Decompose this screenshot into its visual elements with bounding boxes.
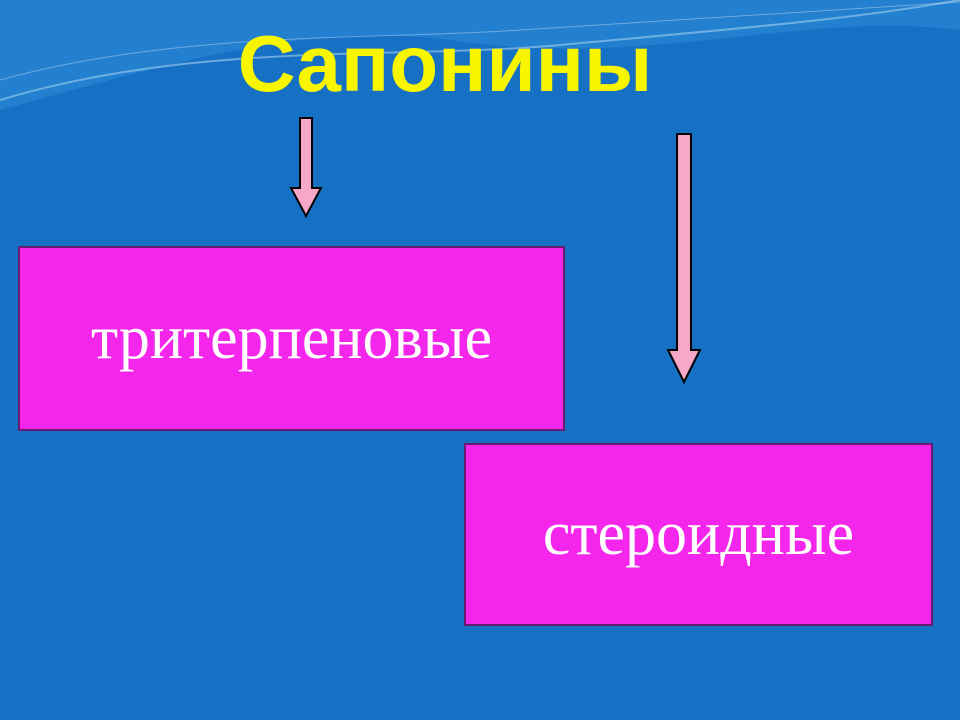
triterpene-label: тритерпеновые — [91, 304, 492, 372]
arrow-down-left — [289, 117, 323, 219]
diagram-title: Сапонины — [237, 19, 653, 108]
steroid-label: стероидные — [542, 500, 855, 568]
steroid-box: стероидные — [464, 443, 933, 626]
triterpene-box: тритерпеновые — [18, 246, 565, 431]
background-wave — [0, 0, 960, 110]
arrow-down-right — [666, 133, 702, 385]
